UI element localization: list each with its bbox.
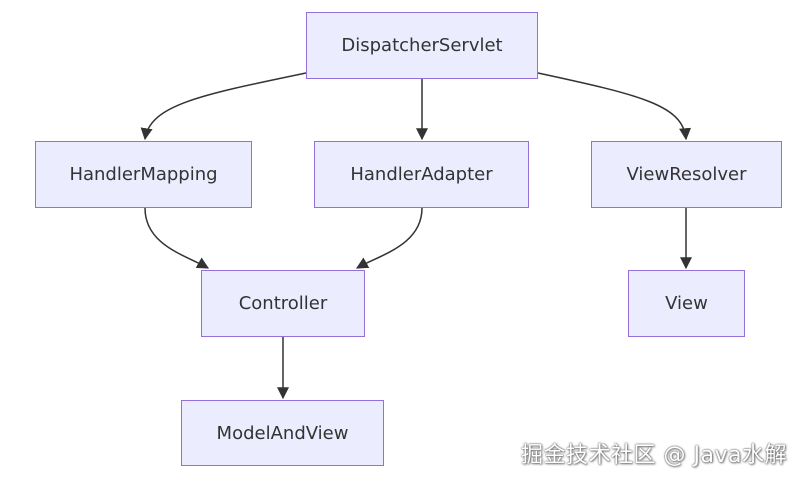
node-view: View (628, 270, 745, 337)
node-viewresolver: ViewResolver (591, 141, 782, 208)
edge-dispatcherservlet-to-viewresolver (537, 72, 692, 141)
node-controller: Controller (201, 270, 365, 337)
watermark-text: 掘金技术社区 @ Java水解 (521, 443, 787, 468)
node-handlermapping: HandlerMapping (35, 141, 252, 208)
node-dispatcherservlet: DispatcherServlet (306, 12, 538, 79)
node-modelandview: ModelAndView (181, 400, 384, 466)
edge-handleradapter-to-controller (355, 207, 423, 269)
node-handleradapter: HandlerAdapter (314, 141, 529, 208)
edge-dispatcherservlet-to-handlermapping (140, 72, 307, 141)
edge-handlermapping-to-controller (144, 207, 210, 269)
